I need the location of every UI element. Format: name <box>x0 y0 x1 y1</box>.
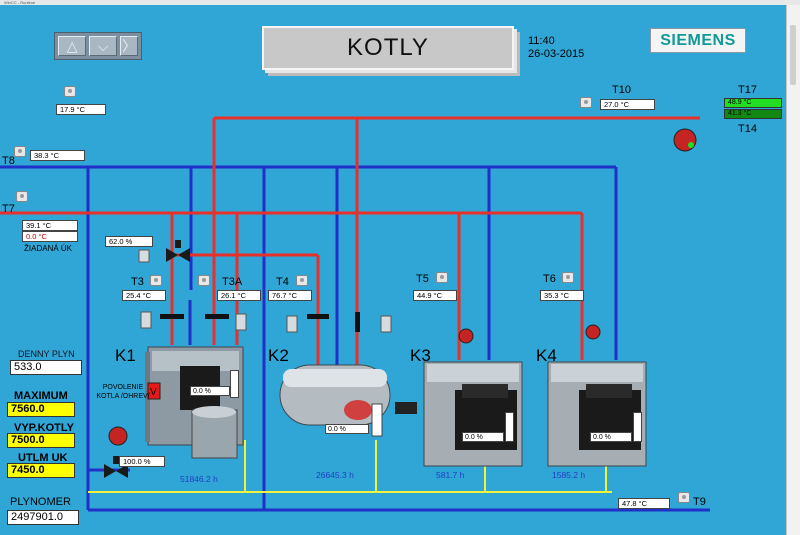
hmi-panel <box>0 5 786 535</box>
boiler-k3-output: 0.0 % <box>462 432 504 442</box>
boiler-off-value[interactable]: 7500.0 <box>7 433 75 448</box>
pump-main <box>673 128 697 152</box>
t4-label: T4 <box>276 276 289 288</box>
boiler-off-label: VYP.KOTLY <box>14 422 74 434</box>
daily-gas-label: DENNY PLYN <box>18 349 75 359</box>
t10-value: 27.0 °C <box>600 99 655 110</box>
t5-value: 44.9 °C <box>413 290 457 301</box>
temperature-sensor-icon <box>64 86 76 97</box>
clock-time: 11:40 <box>528 35 555 47</box>
datetime: 11:40 26-03-2015 <box>528 35 584 61</box>
gas-meter-label: PLYNOMER <box>10 496 71 508</box>
boiler-k4-hours: 1585.2 h <box>552 470 586 480</box>
t3a-label: T3A <box>222 276 243 288</box>
boiler-k1-output: 0.0 % <box>190 386 230 396</box>
temperature-sensor-icon <box>562 272 574 283</box>
gas-meter-value: 2497901.0 <box>7 510 79 525</box>
t8-label: T8 <box>2 155 15 167</box>
boiler-k3-hours: 581.7 h <box>436 470 465 480</box>
boiler-k4-gauge <box>633 412 642 442</box>
t17-value: 48.9 °C <box>724 98 782 108</box>
maximum-value[interactable]: 7560.0 <box>7 402 75 417</box>
temperature-sensor-icon <box>296 275 308 286</box>
boiler-k4-label: K4 <box>536 346 557 365</box>
temperature-sensor-icon <box>150 275 162 286</box>
boiler-k1-permission: POVOLENIE KOTLA /OHREV/ <box>96 384 150 400</box>
t7-setpoint-label: ŽIADANÁ ÚK <box>24 244 73 253</box>
maximum-label: MAXIMUM <box>14 390 68 402</box>
boiler-k1-hours: 51846.2 h <box>180 474 218 484</box>
mixing-valve-lower <box>104 456 128 478</box>
temperature-sensor-icon <box>14 146 26 157</box>
svg-text:V: V <box>150 387 157 398</box>
clock-date: 26-03-2015 <box>528 48 585 60</box>
uk-limit-label: UTLM UK <box>18 452 68 464</box>
boiler-k1-graphic <box>145 346 244 459</box>
uk-limit-value[interactable]: 7450.0 <box>7 463 75 478</box>
boiler-k1-gauge <box>230 370 239 398</box>
t5-label: T5 <box>416 273 429 285</box>
boiler-k2-output: 0.0 % <box>325 424 369 434</box>
triangle-up-icon: △ <box>66 37 78 54</box>
t3-label: T3 <box>131 276 144 288</box>
chevron-right-icon: 〉 <box>122 38 137 54</box>
boiler-k2-label: K2 <box>268 346 289 365</box>
t10-label: T10 <box>612 84 631 96</box>
t6-label: T6 <box>543 273 556 285</box>
temperature-sensor-icon <box>580 97 592 108</box>
boiler-k4-output: 0.0 % <box>590 432 632 442</box>
nav-up-button[interactable]: △ <box>58 36 87 56</box>
t7-label: T7 <box>2 203 15 215</box>
t6-value: 35.3 °C <box>540 290 584 301</box>
temperature-sensor-icon <box>16 191 28 202</box>
screen-navigation: △ ⌵ 〉 <box>54 32 142 60</box>
boiler-k2-graphic <box>279 364 417 437</box>
page-title: KOTLY <box>262 26 514 70</box>
t9-value: 47.8 °C <box>618 498 670 509</box>
boiler-k2-hours: 26645.3 h <box>316 470 354 480</box>
boiler-k3-label: K3 <box>410 346 431 365</box>
temperature-sensor-icon <box>678 492 690 503</box>
scrollbar-thumb[interactable] <box>790 25 796 85</box>
boiler-k3-gauge <box>505 412 514 442</box>
nav-down-button[interactable]: ⌵ <box>89 36 118 56</box>
chevron-down-icon: ⌵ <box>97 37 109 54</box>
temperature-sensor-icon <box>198 275 210 286</box>
t4-value: 76.7 °C <box>268 290 312 301</box>
boiler-k4-graphic <box>547 361 647 467</box>
outdoor-temperature: 17.9 °C <box>56 104 106 115</box>
t3-value: 25.4 °C <box>122 290 166 301</box>
boiler-k1-label: K1 <box>115 346 136 365</box>
mixing-valve-upper <box>166 240 190 262</box>
vertical-scrollbar[interactable] <box>786 5 800 535</box>
upper-valve-position[interactable]: 62.0 % <box>105 236 153 247</box>
t14-value: 41.3 °C <box>724 109 782 119</box>
t7-value: 39.1 °C <box>22 220 78 231</box>
daily-gas-value: 533.0 <box>10 360 82 375</box>
t14-label: T14 <box>738 123 757 135</box>
t17-label: T17 <box>738 84 757 96</box>
t3a-value: 26.1 °C <box>217 290 261 301</box>
t8-value: 38.3 °C <box>30 150 85 161</box>
t7-setpoint[interactable]: 0.0 °C <box>22 231 78 242</box>
siemens-logo: SIEMENS <box>650 28 746 53</box>
t9-label: T9 <box>693 496 706 508</box>
lower-valve-position[interactable]: 100.0 % <box>119 456 165 467</box>
temperature-sensor-icon <box>436 272 448 283</box>
window-titlebar: WinCC - Runtime <box>0 0 800 5</box>
nav-next-button[interactable]: 〉 <box>120 36 138 56</box>
